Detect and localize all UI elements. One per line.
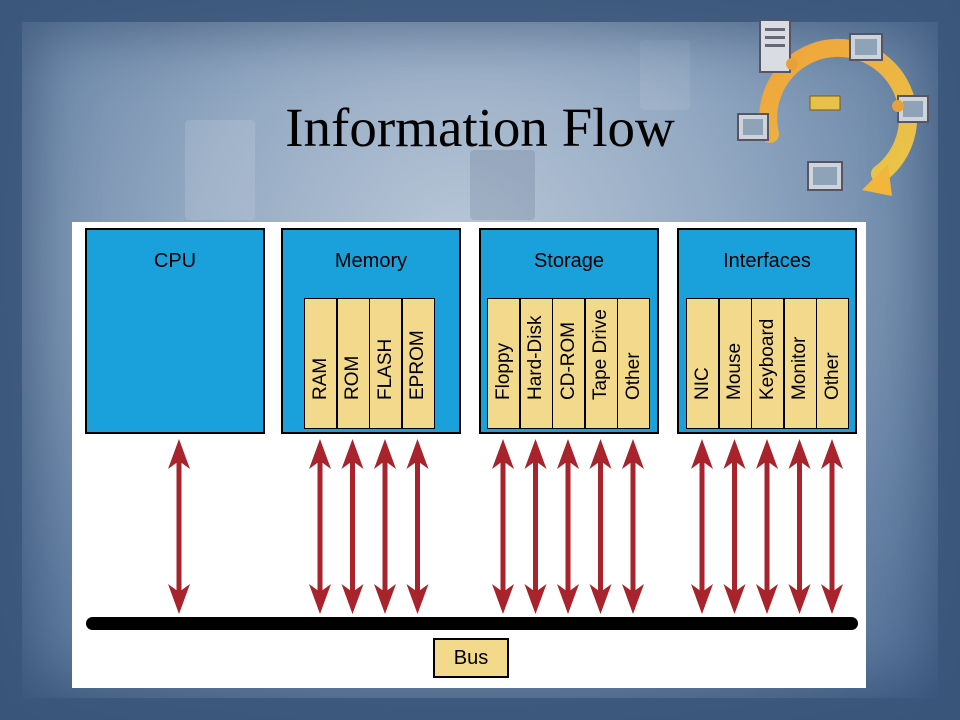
double-arrow bbox=[492, 439, 514, 614]
slide-title: Information Flow bbox=[285, 97, 675, 158]
slot-item: Tape Drive bbox=[584, 298, 618, 429]
component-title: Storage bbox=[533, 250, 605, 272]
double-arrow bbox=[406, 439, 429, 614]
double-arrow bbox=[168, 439, 190, 614]
double-arrow bbox=[756, 439, 778, 614]
slot-item: Other bbox=[816, 298, 849, 429]
component-title: Interfaces bbox=[723, 250, 811, 272]
server-icon bbox=[759, 19, 791, 73]
double-arrow bbox=[374, 439, 396, 614]
network-cycle-icon bbox=[737, 19, 929, 196]
double-arrow bbox=[309, 439, 331, 614]
computer-icon bbox=[849, 33, 883, 61]
double-arrow bbox=[691, 439, 713, 614]
slot-item: Floppy bbox=[487, 298, 520, 429]
background-server-shape bbox=[470, 150, 535, 220]
slot-item: Keyboard bbox=[751, 298, 784, 429]
slot-item: Mouse bbox=[718, 298, 752, 429]
slot-item: RAM bbox=[304, 298, 337, 429]
computer-icon bbox=[737, 113, 769, 141]
double-arrow bbox=[723, 439, 746, 614]
double-arrow bbox=[557, 439, 579, 614]
component-title: Memory bbox=[334, 250, 408, 272]
component-cpu-box: CPU bbox=[85, 228, 265, 434]
background-server-shape bbox=[185, 120, 255, 220]
background-server-shape bbox=[640, 40, 690, 110]
arrows-layer bbox=[168, 439, 843, 614]
double-arrow bbox=[524, 439, 547, 614]
slot-item: CD-ROM bbox=[552, 298, 585, 429]
double-arrow bbox=[821, 439, 843, 614]
slot-item: Other bbox=[617, 298, 650, 429]
slot-item: EPROM bbox=[401, 298, 435, 429]
bus-label: Bus bbox=[433, 638, 509, 678]
double-arrow bbox=[622, 439, 644, 614]
double-arrow bbox=[589, 439, 612, 614]
component-title: CPU bbox=[153, 250, 197, 272]
computer-icon bbox=[807, 161, 843, 191]
double-arrow bbox=[788, 439, 811, 614]
double-arrow bbox=[341, 439, 364, 614]
bus-bar bbox=[86, 617, 858, 630]
